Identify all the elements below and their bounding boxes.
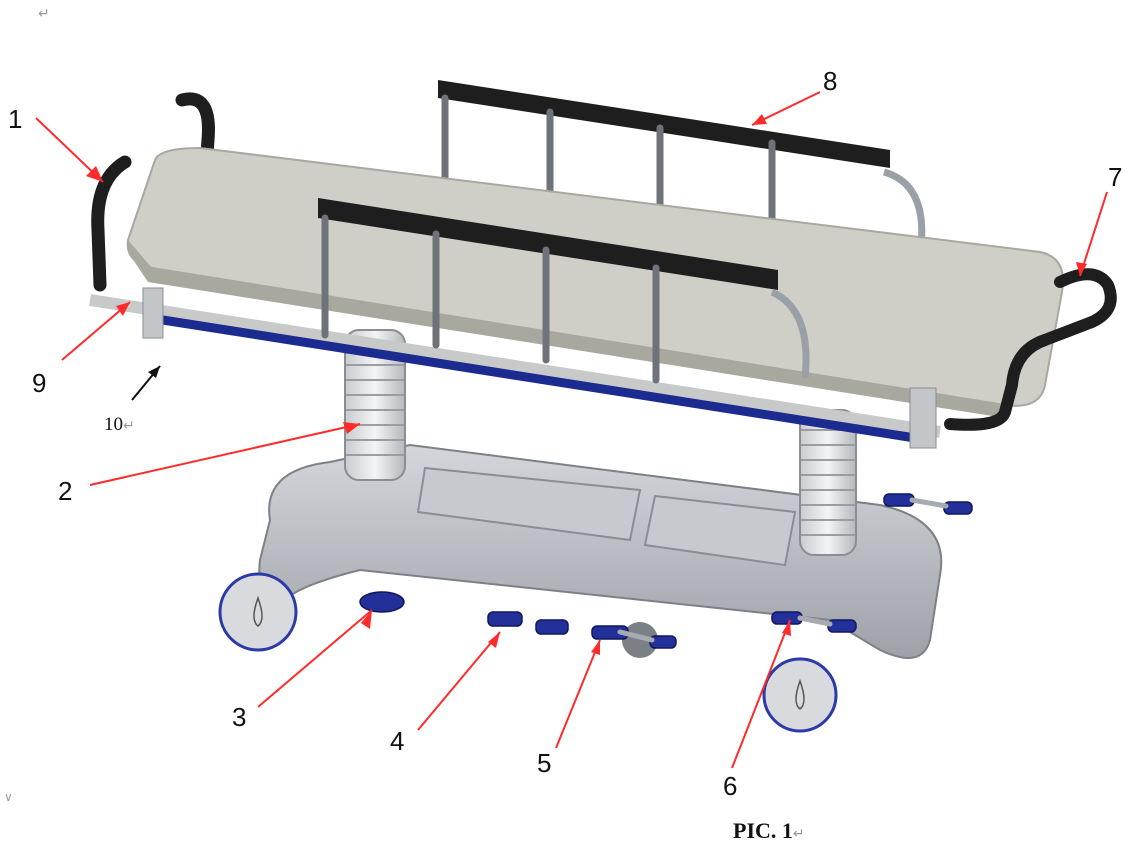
callout-2: 2 [58,476,72,506]
side-rail-near [318,198,810,384]
label-10-arrow [131,365,161,401]
callout-4: 4 [390,726,404,756]
callout-7: 7 [1108,162,1122,192]
return-mark-caption: ↵ [792,826,805,842]
callout-9: 9 [32,368,46,398]
pedal-bars [617,497,949,643]
callout-3: 3 [232,702,246,732]
label-10: 10↵ [104,414,135,436]
foot-push-handle [944,268,1117,431]
figure-caption: PIC. 1↵ [733,818,805,844]
deck-frame [89,287,941,449]
lift-column-foot [799,409,857,556]
leader-lines [35,91,1108,769]
arrowheads [86,114,1087,655]
stray-mark-bottom: ∨ [4,790,13,804]
castor-wheels [218,572,838,733]
label-10-text: 10 [104,414,123,435]
callout-1: 1 [8,104,22,134]
head-push-handles [91,92,215,292]
caption-text: PIC. 1 [733,818,793,843]
callout-8: 8 [823,66,837,96]
callout-5: 5 [537,748,551,778]
return-mark-label: ↵ [123,418,135,434]
base-chassis [258,443,943,659]
brake-pedals [359,493,973,649]
return-mark-top: ↵ [38,6,50,22]
side-rail-far [438,80,926,256]
callout-6: 6 [723,771,737,801]
